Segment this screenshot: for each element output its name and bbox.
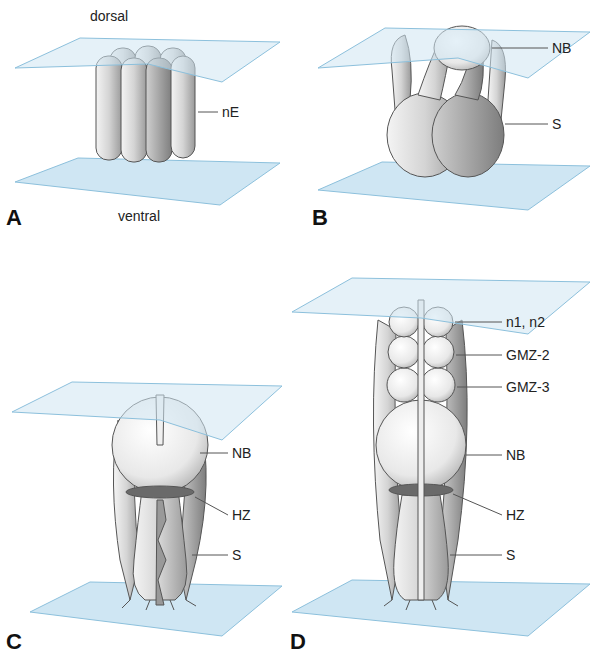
region-label: dorsal bbox=[90, 8, 128, 24]
dorsal-plane bbox=[15, 38, 280, 82]
leader-line bbox=[195, 497, 228, 515]
leader-line bbox=[466, 455, 502, 456]
leader-line bbox=[192, 555, 228, 556]
panel-letter: B bbox=[312, 206, 328, 230]
leader-line bbox=[453, 494, 502, 515]
structure-label: S bbox=[552, 116, 561, 132]
leader-line bbox=[505, 124, 548, 125]
structure-label: GMZ-3 bbox=[506, 379, 550, 395]
leader-line bbox=[455, 322, 502, 323]
structure-label: GMZ-2 bbox=[506, 347, 550, 363]
panel-letter: D bbox=[290, 630, 306, 654]
leader-line bbox=[198, 112, 218, 113]
leader-line bbox=[457, 387, 502, 388]
structure-label: HZ bbox=[506, 507, 525, 523]
leader-line bbox=[492, 48, 548, 49]
panel-letter: A bbox=[6, 206, 22, 230]
leader-line bbox=[200, 453, 228, 454]
ventral-plane bbox=[15, 158, 280, 205]
structure-label: S bbox=[232, 547, 241, 563]
structure-label: nE bbox=[222, 104, 239, 120]
leader-line bbox=[450, 555, 502, 556]
dorsal-plane bbox=[12, 382, 282, 440]
structure-label: HZ bbox=[232, 507, 251, 523]
dorsal-plane bbox=[292, 278, 590, 334]
panel-letter: C bbox=[6, 630, 22, 654]
region-label: ventral bbox=[118, 208, 160, 224]
structure-label: S bbox=[506, 547, 515, 563]
neuroblast-lineage bbox=[373, 300, 467, 610]
leader-line bbox=[456, 355, 502, 356]
structure-label: NB bbox=[506, 447, 525, 463]
structure-label: NB bbox=[232, 445, 251, 461]
structure-label: n1, n2 bbox=[506, 314, 545, 330]
dorsal-plane bbox=[318, 28, 590, 78]
structure-label: NB bbox=[552, 40, 571, 56]
